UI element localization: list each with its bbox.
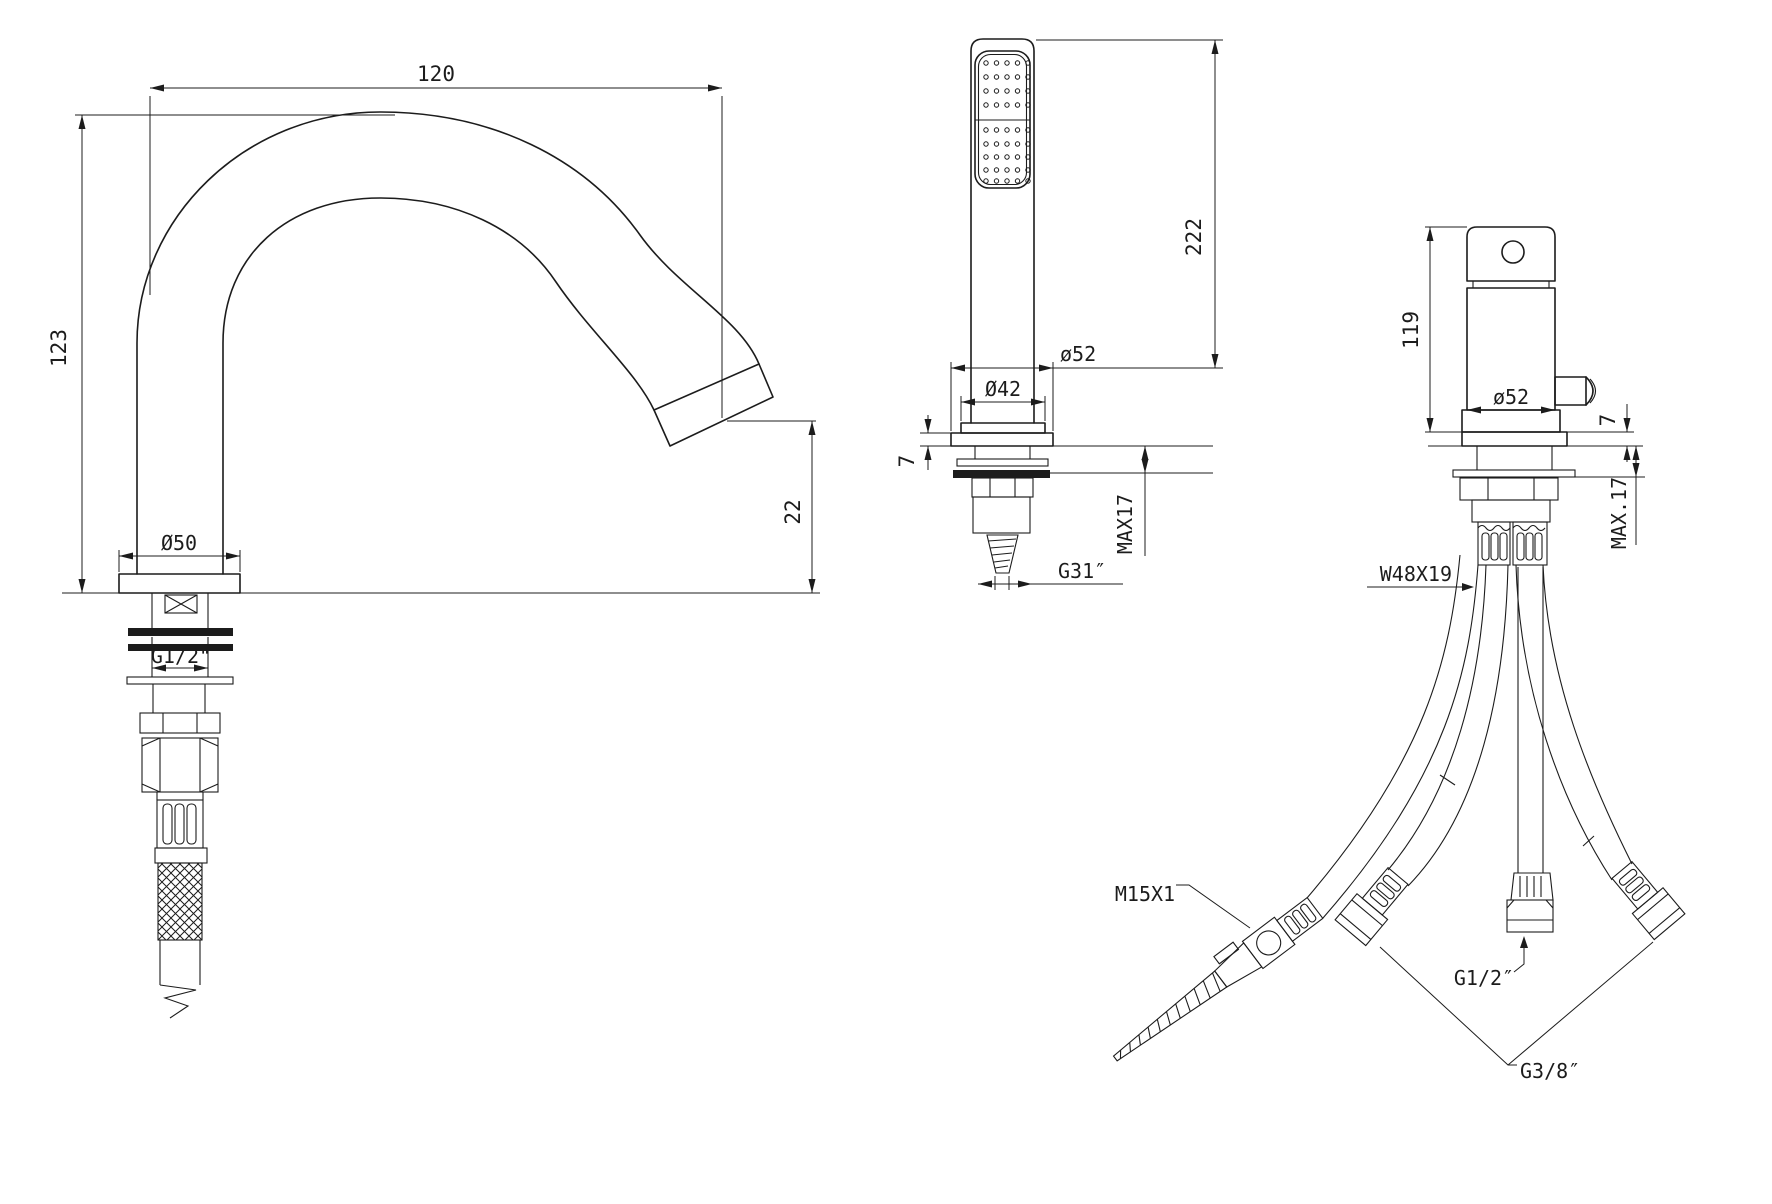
mixer-lower-body	[1461, 409, 1561, 433]
dim-holder-diameter: Ø42	[960, 377, 1046, 421]
deck-line-right	[1425, 431, 1645, 478]
spout-inner-profile	[222, 197, 655, 575]
dim-spout-drop-value: 22	[781, 499, 805, 524]
spout-outer-profile	[136, 111, 760, 575]
shower-hose-fitting	[1112, 896, 1324, 1062]
dim-spout-height-value: 123	[47, 329, 71, 367]
deck-line-middle	[920, 432, 1213, 474]
mixer-fixing-kit	[1452, 446, 1576, 566]
dim-shower-height: 222	[1036, 39, 1223, 368]
mixer-cap	[1466, 226, 1556, 282]
dim-mixer-body-diameter: ø52	[1467, 385, 1555, 414]
dim-center-hose-thread: G1/2″	[1454, 936, 1528, 990]
dim-holder-diameter-value: Ø42	[985, 377, 1021, 401]
spray-nozzles	[983, 60, 1031, 184]
dim-mixer-locknut-value: W48X19	[1380, 562, 1452, 586]
dim-mixer-height: 119	[1399, 226, 1467, 432]
wand-outline	[970, 38, 1035, 424]
dim-base-thread-value: G1/2"	[151, 644, 211, 668]
dim-shower-hose-thread-value: M15X1	[1115, 882, 1175, 906]
o-ring-lower	[128, 644, 233, 651]
dim-mixer-body-diameter-value: ø52	[1493, 385, 1529, 409]
cap-button	[1501, 240, 1525, 264]
spray-face	[974, 50, 1031, 189]
o-ring-upper	[128, 628, 233, 636]
diverter-knob	[1554, 376, 1597, 406]
mixer-flange	[1461, 431, 1568, 447]
dim-shower-flange-diameter-value: ø52	[1060, 342, 1096, 366]
washer	[956, 458, 1049, 467]
dim-spout-reach: 120	[149, 62, 723, 418]
dim-shower-height-value: 222	[1182, 218, 1206, 256]
dim-mixer-deck-max: MAX.17	[1607, 446, 1640, 549]
spout-side-view: 120 123 Ø50 G1/2" 22	[47, 62, 820, 1019]
left-supply-fitting	[1334, 866, 1409, 947]
dim-shower-hose-thread: M15X1	[1115, 882, 1251, 929]
braided-hose	[157, 862, 203, 941]
dim-shower-deck-max: MAX17	[1113, 446, 1149, 556]
hand-shower-view: 7 MAX17 Ø42 ø52 222	[895, 38, 1223, 590]
dim-base-thread: G1/2"	[151, 644, 211, 672]
spout-base-flange	[118, 573, 241, 594]
connector-body	[972, 496, 1031, 534]
dim-shower-deck-max-value: MAX17	[1113, 494, 1137, 554]
dim-base-diameter-value: Ø50	[161, 531, 197, 555]
spout-fixing-kit	[126, 593, 234, 1019]
dim-spout-reach-value: 120	[417, 62, 455, 86]
lock-nut	[971, 477, 1034, 498]
dim-mixer-plate-value: 7	[1596, 414, 1620, 427]
hose-block	[1471, 499, 1551, 523]
dim-shower-thread-value: G31″	[1058, 559, 1106, 583]
gasket	[953, 470, 1050, 478]
hose-crimp-left	[1477, 521, 1511, 566]
dim-spout-drop: 22	[727, 420, 816, 593]
dim-supply-hose-thread: G3/8″	[1379, 941, 1654, 1083]
dim-mixer-plate: 7	[1596, 404, 1631, 462]
dim-shower-plate-value: 7	[895, 455, 919, 468]
dim-mixer-height-value: 119	[1399, 311, 1423, 349]
dim-mixer-locknut: W48X19	[1367, 562, 1474, 591]
spout-aerator-band	[653, 363, 774, 447]
washer	[1452, 469, 1576, 478]
mixer-view: 119 ø52 7 MAX.17 W48X19 M15X1	[1112, 226, 1686, 1083]
hose-crimp-right	[1512, 521, 1548, 566]
washer	[126, 676, 234, 685]
hose-break	[159, 940, 201, 1019]
lock-nut	[139, 712, 221, 734]
dim-shower-plate: 7	[895, 415, 932, 470]
shower-fixing-kit	[953, 446, 1050, 574]
shower-flange	[950, 432, 1054, 447]
dim-spout-height: 123	[47, 114, 395, 593]
supply-hoses	[1306, 554, 1633, 919]
cone-spring	[986, 534, 1019, 574]
right-supply-fitting	[1611, 860, 1686, 941]
dim-mixer-deck-max-value: MAX.17	[1607, 477, 1631, 549]
holder-cup	[960, 422, 1046, 434]
dim-shower-thread: G31″	[978, 559, 1123, 590]
lock-nut	[1459, 477, 1559, 501]
center-hose-fitting	[1506, 872, 1554, 933]
hex-coupling	[141, 737, 219, 793]
dim-base-diameter: Ø50	[118, 531, 241, 572]
dim-center-hose-thread-value: G1/2″	[1454, 966, 1514, 990]
dim-shower-flange-diameter: ø52	[950, 342, 1223, 431]
hose-collar	[154, 847, 208, 864]
hose-crimp-sleeve	[156, 799, 204, 849]
dim-supply-hose-thread-value: G3/8″	[1520, 1059, 1580, 1083]
